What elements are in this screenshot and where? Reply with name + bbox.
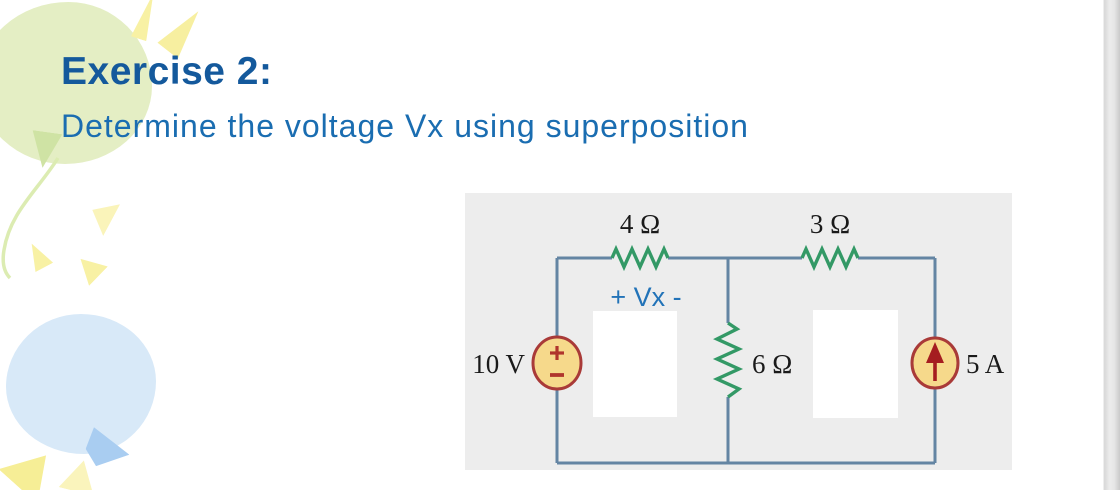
green-balloon-decoration [0, 2, 152, 164]
resistors [610, 244, 860, 399]
circuit-svg: 4 Ω 3 Ω + Vx - 6 Ω 10 V 5 A [472, 209, 1005, 465]
blue-balloon-decoration [6, 314, 156, 454]
resistor-3ohm-label: 3 Ω [810, 209, 850, 239]
current-source [910, 336, 960, 390]
resistor-4ohm-label: 4 Ω [620, 209, 660, 239]
blank-box-left [593, 311, 677, 417]
vx-label: + Vx - [610, 282, 681, 312]
resistor-6ohm-label: 6 Ω [752, 349, 792, 379]
plus-minus-icon [550, 346, 564, 377]
resistor-4ohm [610, 244, 670, 272]
voltage-source [531, 335, 583, 391]
resistor-6ohm [712, 321, 744, 399]
up-arrow-icon [926, 342, 944, 381]
circuit-diagram-panel: 4 Ω 3 Ω + Vx - 6 Ω 10 V 5 A [465, 193, 1012, 470]
page-subtitle: Determine the voltage Vx using superposi… [61, 108, 749, 144]
voltage-source-label: 10 V [472, 349, 525, 379]
voltage-source-circle [531, 335, 583, 391]
balloon-string [1, 157, 60, 280]
sparkle-ray [84, 194, 120, 236]
blank-box-right [813, 310, 898, 418]
current-source-label: 5 A [966, 349, 1005, 379]
balloon-string-path [1, 157, 60, 280]
resistor-3ohm [800, 244, 860, 272]
sparkle-ray [131, 0, 161, 41]
page-title: Exercise 2: [61, 50, 273, 93]
scrollbar-track[interactable] [1100, 0, 1120, 490]
